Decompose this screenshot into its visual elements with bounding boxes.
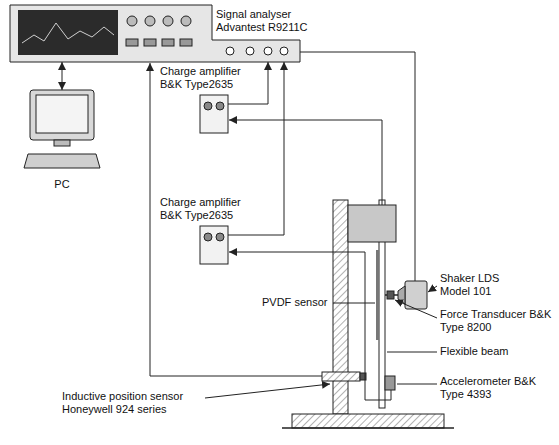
keyboard [24, 154, 100, 168]
amplifier-knob [204, 102, 212, 110]
beam-clamp [348, 205, 396, 242]
monitor-screen [36, 95, 88, 133]
signal-connector [228, 62, 284, 235]
input-port [246, 47, 254, 55]
force-transducer [387, 291, 394, 299]
beam-clamp [348, 205, 396, 242]
control-button [126, 39, 138, 46]
signal-connector [62, 62, 63, 90]
shaker-drive-wire [300, 52, 415, 281]
control-button [180, 39, 192, 46]
accelerometer-wire [229, 252, 391, 400]
part-label: Accelerometer B&K Type 4393 [440, 375, 540, 401]
support-column [333, 200, 348, 414]
part-label: Flexible beam [440, 345, 540, 358]
base-plate [292, 414, 444, 428]
signal-wires [150, 52, 415, 400]
position-sensor [322, 372, 360, 381]
screen-trace [22, 23, 114, 43]
amplifier-knob [216, 102, 224, 110]
force-transducer-leader [395, 300, 437, 318]
part-label: Shaker LDS Model 101 [440, 272, 510, 298]
accelerometer-leader [397, 384, 437, 385]
node-label: Charge amplifier B&K Type2635 [160, 65, 252, 91]
node-label: PC [22, 178, 102, 191]
monitor-stand [54, 140, 70, 146]
position-sensor-wire [150, 63, 322, 376]
signal-analyser: Signal analyser Advantest R9211C [10, 5, 340, 62]
node-label: Charge amplifier B&K Type2635 [160, 196, 252, 222]
input-port [226, 47, 234, 55]
control-knob [127, 16, 137, 26]
amplifier-box [200, 95, 228, 133]
position-sensor [322, 372, 366, 381]
pvdf-leader [333, 303, 375, 304]
control-knob [163, 16, 173, 26]
analyser-screen [18, 10, 118, 55]
accelerometer [385, 376, 395, 390]
part-label: Inductive position sensor Honeywell 924 … [62, 390, 202, 416]
control-knob [181, 16, 191, 26]
position-sensor-leader [205, 384, 330, 398]
monitor [30, 90, 94, 140]
control-button [162, 39, 174, 46]
amplifier-knob [204, 233, 212, 241]
force-transducer [387, 291, 394, 299]
leader-lines [205, 286, 437, 398]
base-plate [282, 427, 454, 429]
input-port [264, 47, 272, 55]
pvdf-strip [376, 250, 379, 340]
computer: PC [22, 90, 104, 194]
input-port [280, 47, 288, 55]
support-column [333, 200, 348, 414]
base-plate [282, 414, 454, 428]
accelerometer [385, 376, 395, 390]
beam-leader [387, 352, 437, 353]
part-label: PVDF sensor [262, 296, 332, 309]
shaker [405, 281, 427, 309]
shaker-leader [428, 286, 437, 292]
part-label: Force Transducer B&K Type 8200 [440, 308, 552, 334]
node-label: Signal analyser Advantest R9211C [216, 8, 320, 34]
amplifier-box [200, 226, 228, 264]
control-button [144, 39, 156, 46]
pvdf-wire [229, 120, 382, 205]
control-knob [145, 16, 155, 26]
charge-amplifier: Charge amplifier B&K Type2635 [160, 65, 254, 133]
amplifier-knob [216, 233, 224, 241]
pvdf-strip [376, 250, 379, 340]
charge-amplifier: Charge amplifier B&K Type2635 [160, 196, 254, 264]
